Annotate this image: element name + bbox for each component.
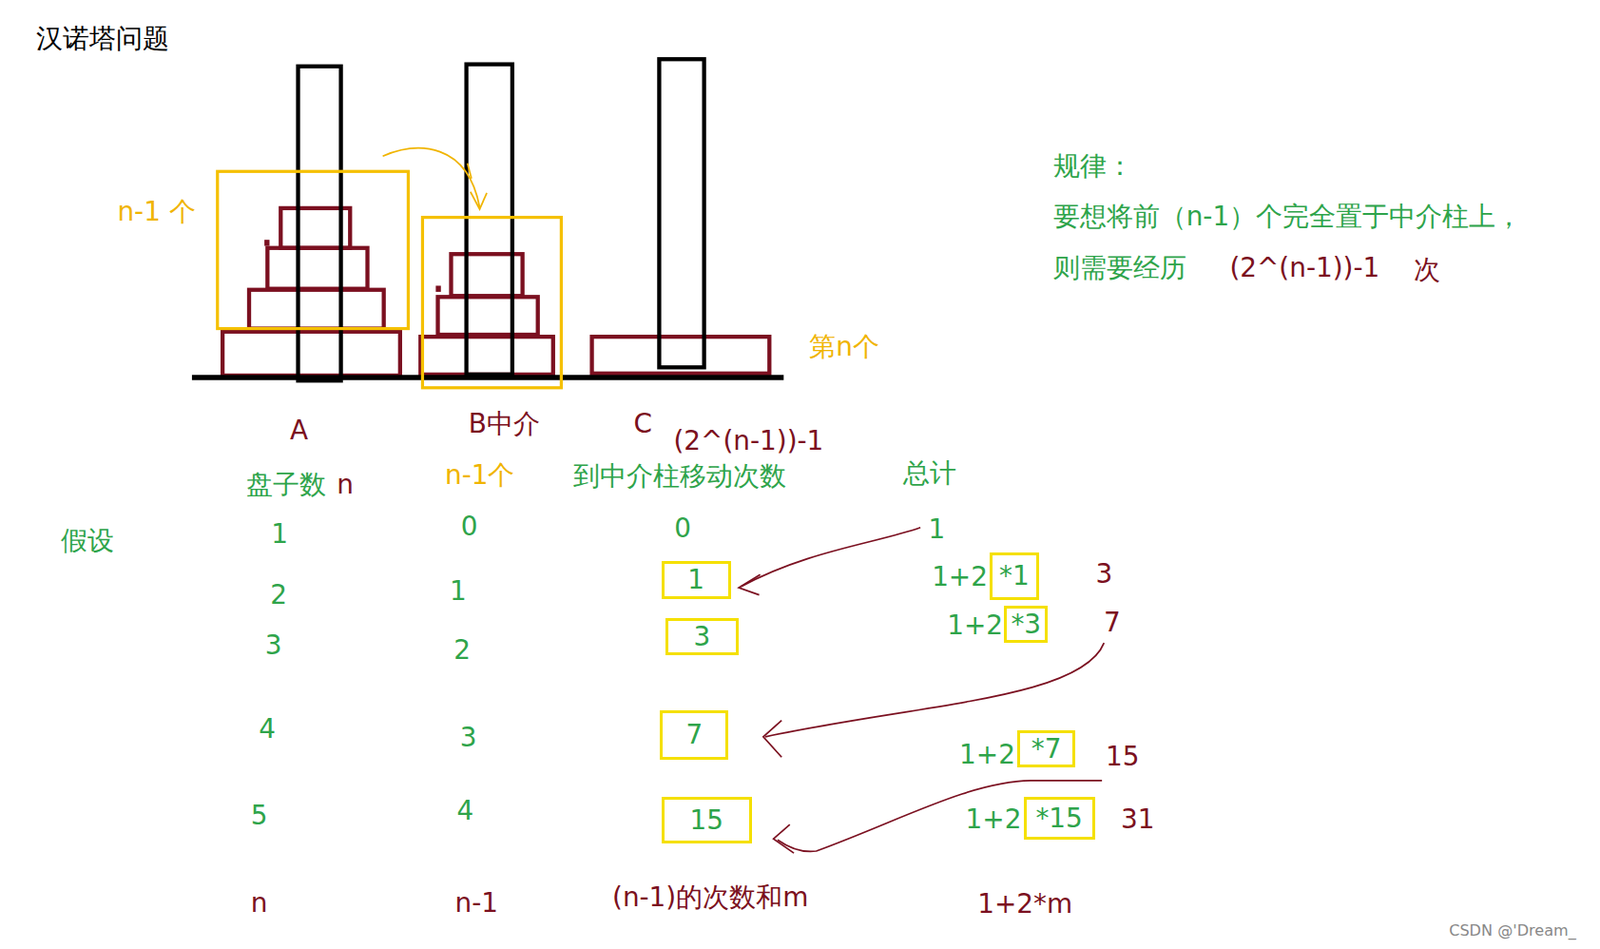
label: n <box>250 886 269 919</box>
label: 盘子数 <box>246 468 327 501</box>
label: 1+2 <box>959 738 1016 771</box>
label: C <box>633 408 652 441</box>
label: 5 <box>250 800 269 832</box>
label: 1+2 <box>931 561 988 594</box>
label: 第n个 <box>809 330 880 363</box>
highlighted-number: 3 <box>693 620 712 653</box>
group-box <box>422 217 561 388</box>
highlighted-number: 7 <box>686 718 704 751</box>
label: 2 <box>269 578 288 611</box>
label: n-1 <box>455 886 500 919</box>
highlight-box: 3 <box>665 617 739 656</box>
label: 3 <box>1095 558 1113 590</box>
label: 2 <box>453 634 471 666</box>
arrow-head <box>773 824 794 853</box>
arrow-head <box>763 720 782 758</box>
label: 4 <box>457 794 475 827</box>
highlight-box: *15 <box>1023 796 1096 840</box>
disk <box>420 336 554 375</box>
arrow-line <box>383 148 481 208</box>
peg <box>658 58 704 367</box>
arrow-tick <box>467 163 472 179</box>
highlighted-number: 1 <box>687 563 705 596</box>
arrow-head <box>738 574 761 595</box>
base-line <box>192 374 784 380</box>
highlighted-number: *7 <box>1031 732 1062 765</box>
leader-line <box>765 642 1104 737</box>
dot <box>264 239 270 246</box>
title: 汉诺塔问题 <box>36 22 170 55</box>
watermark: CSDN @'Dream_ <box>1448 921 1577 940</box>
pegs <box>298 58 705 381</box>
label: B中介 <box>468 408 540 441</box>
group-box <box>217 171 409 328</box>
dot <box>435 285 441 291</box>
label: 0 <box>461 510 479 542</box>
label: 假设 <box>60 524 115 557</box>
peg <box>298 66 342 382</box>
label: (2^(n-1))-1 <box>673 424 824 457</box>
highlight-box: 1 <box>661 560 732 599</box>
label: 总计 <box>903 457 957 489</box>
label: n <box>336 468 354 501</box>
highlight-box: *7 <box>1017 730 1076 768</box>
label: 1+2 <box>946 609 1003 641</box>
label: 7 <box>1103 606 1121 638</box>
label: 0 <box>674 512 692 544</box>
leader-line <box>740 527 921 587</box>
label: 1+2*m <box>977 887 1073 920</box>
disk <box>249 289 385 329</box>
arrow-head <box>470 192 487 210</box>
move-arrow <box>383 148 487 210</box>
disks <box>222 208 770 376</box>
highlight-box: 15 <box>661 796 753 844</box>
highlight-box: 7 <box>659 710 729 761</box>
label: (2^(n-1))-1 <box>1229 251 1380 284</box>
label: 31 <box>1120 803 1156 835</box>
highlighted-number: *1 <box>999 559 1030 592</box>
label: 3 <box>265 630 283 662</box>
label: 到中介柱移动次数 <box>573 460 787 492</box>
peg <box>466 64 513 375</box>
highlighted-number: *3 <box>1010 608 1041 640</box>
label: A <box>289 414 309 446</box>
label: 要想将前（n-1）个完全置于中介柱上， <box>1053 200 1523 232</box>
disk <box>267 248 367 290</box>
label: 次 <box>1413 254 1441 287</box>
disk <box>222 331 401 376</box>
disk <box>438 296 539 335</box>
highlighted-number: 15 <box>690 804 725 836</box>
label: 则需要经历 <box>1053 251 1187 284</box>
label: 4 <box>258 713 276 746</box>
leader-arrows <box>738 527 1104 853</box>
label: 1 <box>449 576 467 608</box>
label: n-1 个 <box>116 195 195 228</box>
label: 15 <box>1105 741 1140 773</box>
label: 3 <box>460 721 478 753</box>
label: 1 <box>927 513 945 545</box>
highlight-box: *1 <box>989 552 1040 600</box>
label: 1+2 <box>965 803 1022 835</box>
label: 规律： <box>1053 150 1134 182</box>
leader-line <box>777 780 1102 851</box>
highlighted-number: *15 <box>1035 802 1082 834</box>
label: n-1个 <box>444 459 516 491</box>
label: (n-1)的次数和m <box>612 882 809 914</box>
label: 1 <box>270 519 289 551</box>
highlight-box: *3 <box>1003 605 1048 643</box>
